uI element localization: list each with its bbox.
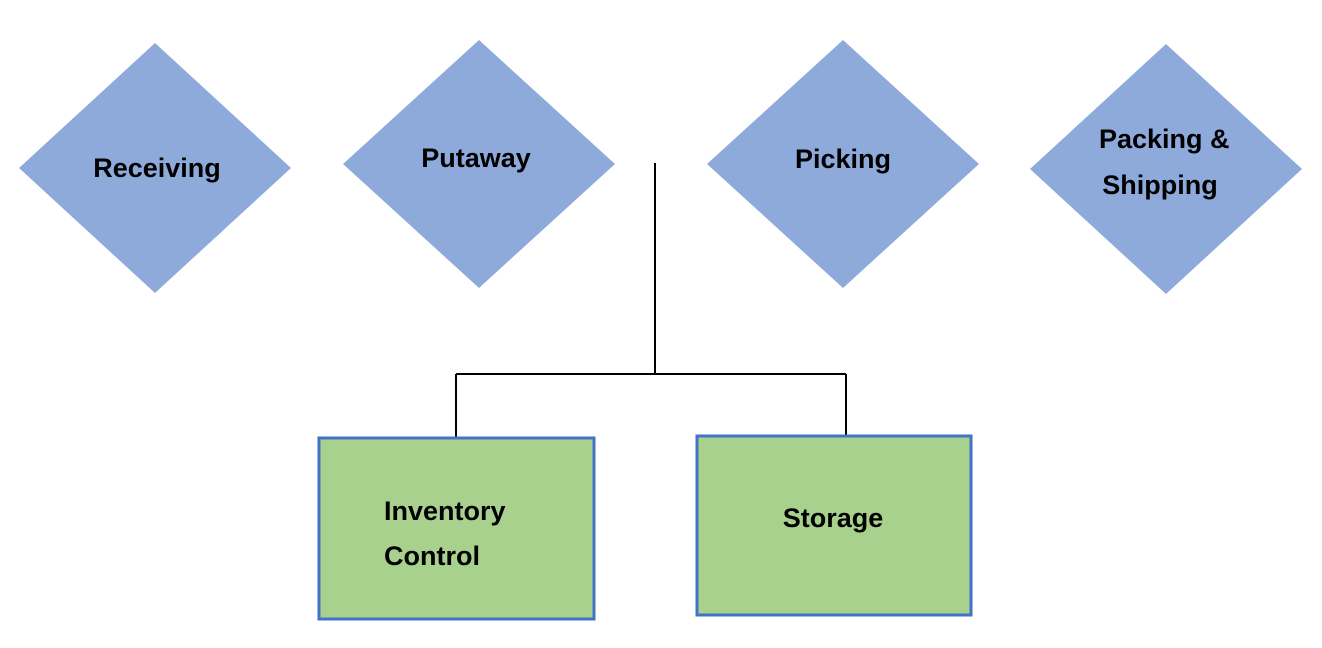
box-storage: Storage <box>695 434 973 617</box>
stage-receiving-label: Receiving <box>93 153 221 183</box>
box-storage-label: Storage <box>783 503 884 533</box>
box-inventory-control-label-line-2: Control <box>384 541 480 571</box>
stage-packing-shipping-label-line-2: Shipping <box>1102 170 1217 200</box>
box-inventory-control: Inventory Control <box>317 436 596 621</box>
stage-receiving: Receiving <box>19 43 291 293</box>
stage-packing-shipping-label-line-1: Packing & <box>1099 124 1230 154</box>
stage-receiving-shape <box>19 43 291 293</box>
box-inventory-control-label-line-1: Inventory <box>384 496 506 526</box>
stage-putaway: Putaway <box>343 40 615 288</box>
stage-picking: Picking <box>707 40 979 288</box>
stage-picking-shape <box>707 40 979 288</box>
stage-packing-shipping-shape <box>1030 44 1302 294</box>
stage-packing-shipping: Packing & Shipping <box>1030 44 1302 294</box>
stage-picking-label: Picking <box>795 144 891 174</box>
stage-putaway-label: Putaway <box>421 143 531 173</box>
box-inventory-control-shape <box>317 436 596 621</box>
connector-tree <box>455 163 847 438</box>
stage-putaway-shape <box>343 40 615 288</box>
box-inventory-control-label: Inventory Control <box>384 496 513 571</box>
stage-packing-shipping-label: Packing & Shipping <box>1099 124 1237 200</box>
box-storage-shape <box>695 434 973 617</box>
